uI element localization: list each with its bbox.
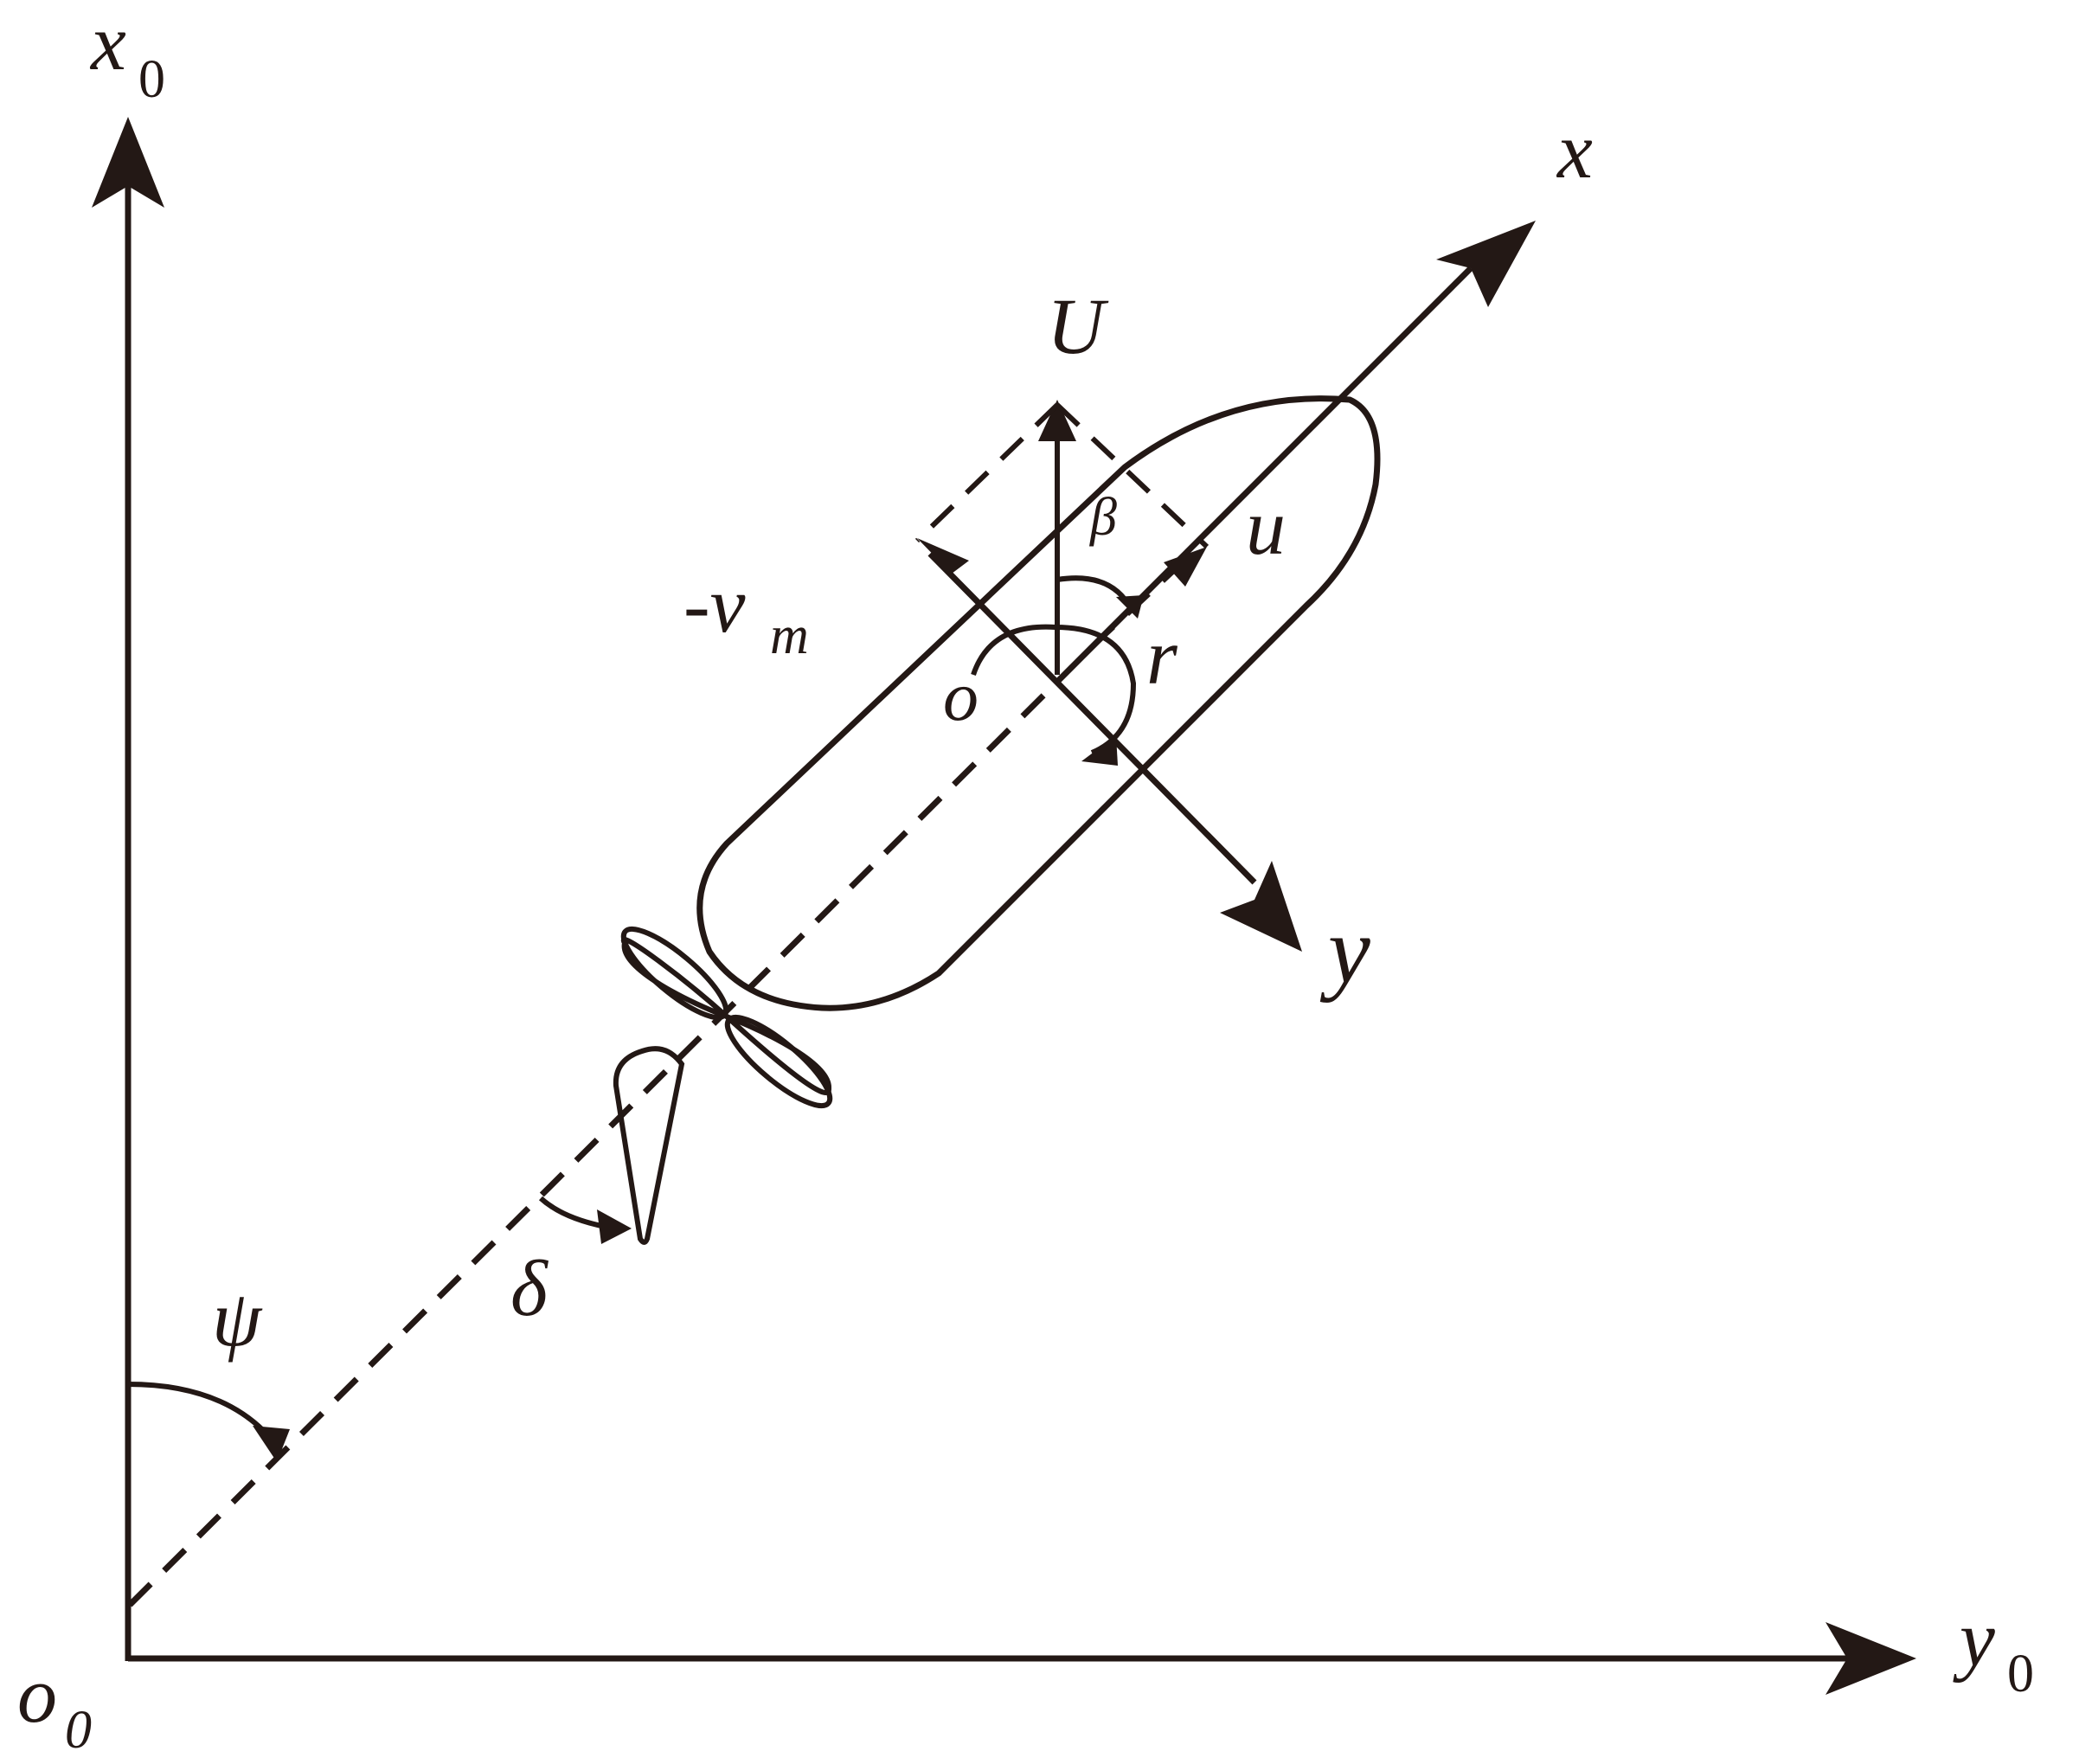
label-beta: β — [1089, 488, 1117, 547]
body-y-arrowhead — [1220, 861, 1302, 952]
label-delta: δ — [510, 1244, 549, 1332]
velocity-U-arrowhead — [1038, 400, 1076, 441]
psi-angle-arc — [127, 1382, 290, 1462]
propeller — [620, 926, 833, 1109]
label-body-origin: o — [943, 657, 979, 735]
earth-y-axis — [128, 1622, 1916, 1695]
label-earth-y-sub: 0 — [2007, 1645, 2034, 1703]
body-y-axis — [917, 538, 1302, 952]
u-arrowhead — [1164, 547, 1207, 587]
label-earth-y: y — [1953, 1594, 1995, 1683]
label-body-y: y — [1319, 897, 1370, 1003]
earth-y-arrowhead — [1826, 1622, 1916, 1695]
dashed-centerline — [127, 681, 1058, 1607]
rudder — [613, 1046, 685, 1245]
label-r: r — [1146, 613, 1178, 701]
yaw-rate-r-arc — [971, 624, 1137, 766]
body-x-axis — [1053, 221, 1536, 686]
ship-hull — [696, 395, 1381, 1011]
earth-x-arrowhead — [92, 117, 164, 208]
body-x-arrowhead — [1436, 221, 1536, 307]
label-body-x: x — [1556, 106, 1593, 195]
label-neg-v-sub: m — [770, 606, 809, 665]
beta-angle-arc — [1056, 575, 1144, 619]
label-earth-x-sub: 0 — [138, 50, 165, 109]
neg-v-arrowhead — [917, 538, 969, 574]
velocity-U — [1038, 400, 1076, 675]
label-u: u — [1246, 483, 1286, 571]
earth-x-axis — [92, 117, 164, 1661]
label-psi: ψ — [212, 1274, 263, 1363]
label-neg-v: -v — [683, 561, 746, 649]
label-earth-origin: o — [17, 1651, 57, 1739]
label-earth-origin-sub: 0 — [65, 1701, 92, 1760]
label-U: U — [1047, 282, 1109, 370]
velocity-parallelogram — [914, 402, 1210, 650]
delta-angle-arc — [538, 1196, 632, 1244]
label-earth-x: x — [89, 0, 126, 87]
